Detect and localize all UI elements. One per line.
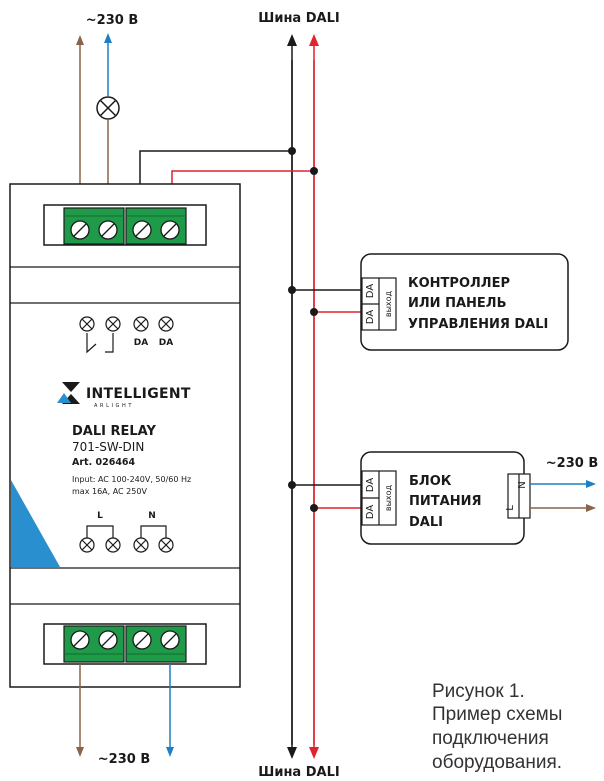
- front-top-symbols: DA DA: [79, 316, 174, 354]
- product-art: Art. 026464: [72, 457, 136, 468]
- top-terminal-label-da1: DA: [134, 338, 148, 348]
- psu-port-n: N: [517, 481, 528, 488]
- mains-bottom-label: ~230 В: [98, 752, 150, 767]
- dali-psu-block: DA DA выход БЛОК ПИТАНИЯ DALI L N: [360, 451, 531, 545]
- psu-port-l: L: [505, 505, 516, 511]
- terminal-screw-icon: [132, 220, 152, 240]
- front-bottom-symbols: L N: [79, 511, 174, 553]
- mains-right-label: ~230 В: [546, 456, 598, 471]
- product-input-line1: Input: AC 100-240V, 50/60 Hz: [72, 475, 191, 484]
- product-model: 701-SW-DIN: [72, 440, 144, 454]
- controller-port-label: выход: [384, 290, 393, 317]
- psu-line2: ПИТАНИЯ: [409, 494, 481, 509]
- bottom-terminal-label-n: N: [148, 511, 156, 521]
- psu-port-da2: DA: [365, 505, 376, 520]
- product-name: DALI RELAY: [72, 424, 156, 439]
- psu-port-label: выход: [384, 484, 393, 511]
- psu-port-da1: DA: [365, 478, 376, 493]
- controller-port-da1: DA: [365, 284, 376, 299]
- junction-dot: [288, 481, 296, 489]
- junction-dot: [310, 308, 318, 316]
- accent-triangle: [11, 480, 60, 567]
- terminal-screw-icon: [160, 630, 180, 650]
- switch-contact-icon: [86, 333, 97, 354]
- terminal-x-icon: [105, 537, 121, 553]
- terminal-screw-icon: [132, 630, 152, 650]
- terminal-x-icon: [105, 316, 121, 332]
- brand-name: INTELLIGENT: [86, 386, 191, 402]
- mains-top-label: ~230 В: [86, 13, 138, 28]
- terminal-screw-icon: [70, 220, 90, 240]
- junction-dot: [310, 504, 318, 512]
- controller-port-da2: DA: [365, 310, 376, 325]
- switch-contact-icon: [105, 333, 114, 353]
- junction-dot: [288, 147, 296, 155]
- caption-line2: Пример схемы: [432, 704, 562, 725]
- terminal-x-icon: [79, 537, 95, 553]
- terminal-screw-icon: [70, 630, 90, 650]
- terminal-screw-icon: [98, 220, 118, 240]
- terminal-x-icon: [133, 537, 149, 553]
- psu-line3: DALI: [409, 515, 443, 530]
- brand-logo-icon: [57, 382, 80, 404]
- brand-subname: ARLIGHT: [94, 403, 134, 409]
- caption-line1: Рисунок 1.: [432, 681, 525, 702]
- bus-top-label: Шина DALI: [258, 11, 339, 26]
- top-terminal-label-da2: DA: [159, 338, 173, 348]
- controller-line3: УПРАВЛЕНИЯ DALI: [408, 317, 548, 332]
- junction-dot: [288, 286, 296, 294]
- bottom-terminal-block: [63, 625, 187, 663]
- terminal-x-icon: [158, 316, 174, 332]
- product-input-line2: max 16A, AC 250V: [72, 487, 147, 496]
- figure-caption: Рисунок 1. Пример схемы подключения обор…: [432, 681, 562, 773]
- terminal-x-icon: [79, 316, 95, 332]
- lamp-icon: [96, 96, 120, 120]
- psu-line1: БЛОК: [409, 474, 452, 489]
- bottom-terminal-label-l: L: [97, 511, 103, 521]
- terminal-screw-icon: [160, 220, 180, 240]
- dali-controller-block: DA DA выход КОНТРОЛЛЕР ИЛИ ПАНЕЛЬ УПРАВЛ…: [360, 253, 569, 351]
- terminal-x-icon: [133, 316, 149, 332]
- bus-bottom-label: Шина DALI: [258, 765, 339, 780]
- terminal-x-icon: [158, 537, 174, 553]
- junction-dot: [310, 167, 318, 175]
- caption-line4: оборудования.: [432, 752, 562, 773]
- top-terminal-block: [63, 207, 187, 245]
- controller-line2: ИЛИ ПАНЕЛЬ: [408, 296, 507, 311]
- controller-line1: КОНТРОЛЛЕР: [408, 276, 510, 291]
- caption-line3: подключения: [432, 728, 549, 749]
- terminal-screw-icon: [98, 630, 118, 650]
